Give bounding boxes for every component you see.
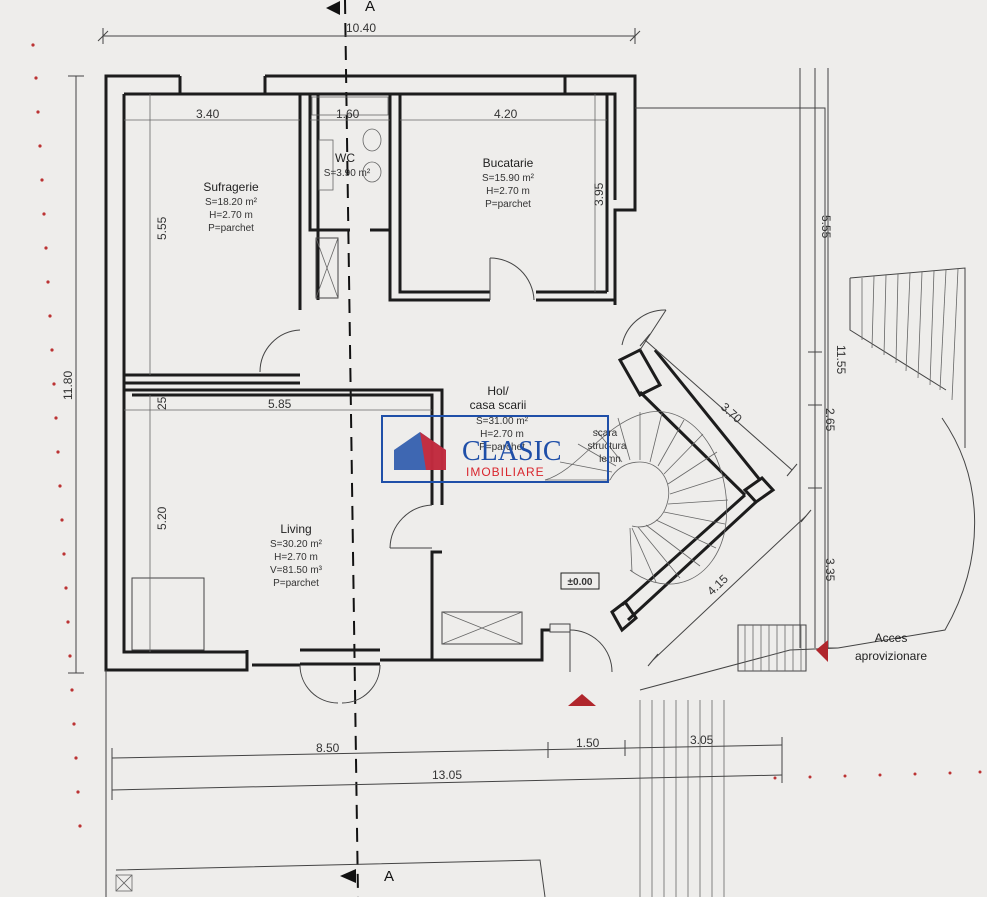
door-swing-sufragerie bbox=[259, 329, 301, 373]
room-floor: P=parchet bbox=[485, 199, 531, 210]
dim-bottom-c: 3.05 bbox=[690, 733, 714, 747]
dim-living-width: 5.85 bbox=[268, 397, 292, 411]
dim-wc-width: 1.60 bbox=[336, 107, 360, 121]
exterior-walls bbox=[104, 74, 637, 672]
dim-buc-height: 3.95 bbox=[592, 182, 606, 206]
door-swing-terrace-left bbox=[299, 664, 339, 704]
door-swing-bucatarie bbox=[489, 257, 535, 301]
door-swing-terrace-right bbox=[341, 664, 381, 704]
room-floor: P=parchet bbox=[208, 223, 254, 234]
dim-right-d: 3.35 bbox=[823, 558, 837, 582]
room-bucatarie bbox=[388, 94, 615, 302]
dim-right-c: 2.65 bbox=[823, 408, 837, 432]
svg-text:lemn: lemn bbox=[599, 454, 621, 465]
dim-bottom-a: 8.50 bbox=[316, 741, 340, 755]
room-name-2: casa scarii bbox=[470, 398, 527, 412]
room-wc bbox=[308, 94, 392, 299]
label-wc: WC S=3.90 m² bbox=[324, 151, 371, 179]
dim-bottom-total: 13.05 bbox=[432, 768, 462, 782]
toilet-icon bbox=[362, 128, 382, 152]
watermark-brand: CLASIC bbox=[462, 436, 562, 467]
entrance-door bbox=[549, 623, 613, 673]
fireplace-icon bbox=[131, 577, 205, 651]
room-floor: P=parchet bbox=[479, 442, 525, 453]
room-height: H=2.70 m bbox=[209, 210, 253, 221]
label-bucatarie: Bucatarie S=15.90 m² H=2.70 m P=parchet bbox=[482, 156, 535, 210]
dim-right-a: 5.55 bbox=[819, 215, 833, 239]
section-mark-top: A bbox=[365, 0, 375, 15]
dim-suf-height: 5.55 bbox=[155, 216, 169, 240]
access-label: Acces aprovizionare bbox=[855, 631, 927, 663]
dim-stair-b: 4.15 bbox=[704, 572, 731, 599]
dimension-left-total bbox=[68, 75, 84, 674]
label-sufragerie: Sufragerie S=18.20 m² H=2.70 m P=parchet bbox=[203, 180, 259, 234]
room-area: S=30.20 m² bbox=[270, 539, 323, 550]
room-area: S=15.90 m² bbox=[482, 173, 535, 184]
section-mark-bottom: A bbox=[384, 868, 394, 885]
level-mark: ±0.00 bbox=[560, 572, 600, 590]
dim-wall-25: 25 bbox=[155, 396, 169, 410]
room-area: S=31.00 m² bbox=[476, 416, 529, 427]
room-height: H=2.70 m bbox=[480, 429, 524, 440]
dim-left-total: 11.80 bbox=[61, 371, 75, 400]
dimension-top-total bbox=[97, 28, 641, 44]
dimension-right bbox=[799, 68, 829, 648]
hall-cabinet bbox=[441, 611, 523, 645]
room-area: S=3.90 m² bbox=[324, 168, 371, 179]
door-swing-living bbox=[389, 504, 433, 549]
room-height: H=2.70 m bbox=[486, 186, 530, 197]
sink-icon bbox=[362, 161, 382, 183]
section-arrow-top-icon bbox=[326, 1, 340, 15]
washer-icon bbox=[318, 139, 334, 191]
svg-text:aprovizionare: aprovizionare bbox=[855, 649, 927, 663]
site-boundary bbox=[31, 43, 982, 828]
dim-stair-a: 3.70 bbox=[718, 400, 745, 426]
dimension-stair bbox=[639, 333, 812, 667]
front-stair bbox=[105, 670, 725, 897]
dimension-bottom bbox=[111, 737, 783, 800]
room-height: H=2.70 m bbox=[274, 552, 318, 563]
svg-text:±0.00: ±0.00 bbox=[568, 577, 593, 588]
label-hol: Hol/ casa scarii S=31.00 m² H=2.70 m P=p… bbox=[470, 384, 529, 453]
entrance-arrow-icon bbox=[568, 694, 596, 706]
room-name: WC bbox=[335, 151, 355, 165]
dim-right-b: 11.55 bbox=[834, 345, 848, 374]
access-stair bbox=[737, 624, 807, 672]
stair-enclosure bbox=[610, 309, 776, 633]
dim-bottom-b: 1.50 bbox=[576, 736, 600, 750]
hatch-icon bbox=[115, 874, 133, 892]
dim-top-total: 10.40 bbox=[346, 21, 376, 35]
shaft-icon bbox=[315, 237, 339, 299]
dim-suf-width: 3.40 bbox=[196, 107, 220, 121]
watermark: CLASIC IMOBILIARE bbox=[381, 415, 609, 483]
room-name: Hol/ bbox=[487, 384, 509, 398]
dim-buc-width: 4.20 bbox=[494, 107, 518, 121]
room-name: Living bbox=[280, 522, 311, 536]
room-floor: P=parchet bbox=[273, 578, 319, 589]
room-name: Bucatarie bbox=[483, 156, 534, 170]
room-living bbox=[122, 329, 444, 704]
exterior-stair-right bbox=[635, 107, 976, 691]
room-sufragerie bbox=[124, 92, 320, 385]
section-arrow-bottom-icon bbox=[340, 869, 356, 883]
svg-text:scara: scara bbox=[593, 428, 618, 439]
access-arrow-icon bbox=[816, 640, 828, 662]
svg-text:Acces: Acces bbox=[875, 631, 908, 645]
watermark-sub: IMOBILIARE bbox=[466, 465, 545, 479]
room-volume: V=81.50 m³ bbox=[270, 565, 323, 576]
room-name: Sufragerie bbox=[203, 180, 259, 194]
bathtub-icon bbox=[311, 96, 389, 116]
section-line bbox=[326, 0, 359, 897]
dim-living-height: 5.20 bbox=[155, 506, 169, 530]
room-area: S=18.20 m² bbox=[205, 197, 258, 208]
label-living: Living S=30.20 m² H=2.70 m V=81.50 m³ P=… bbox=[270, 522, 323, 589]
spiral-stair bbox=[544, 411, 729, 585]
